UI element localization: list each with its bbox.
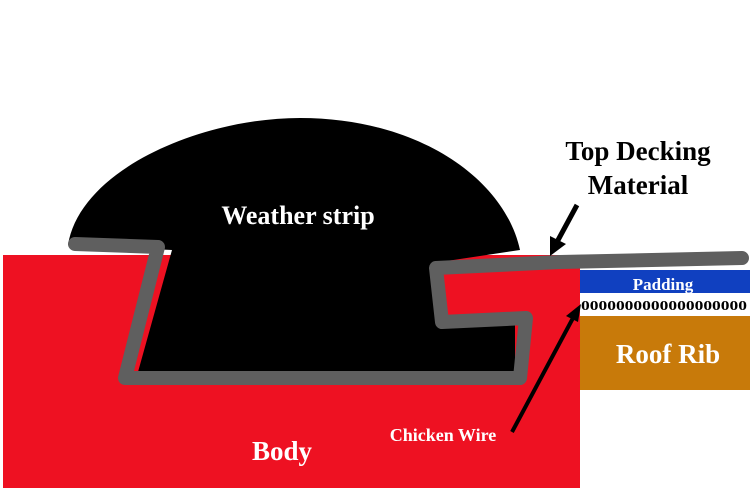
seal-band (68, 237, 749, 385)
weather-strip-shape (68, 118, 520, 372)
padding-label: Padding (633, 275, 694, 294)
roof-rib-label: Roof Rib (616, 339, 720, 369)
top-decking-arrow (550, 203, 580, 256)
chicken-wire-label: Chicken Wire (390, 425, 497, 445)
top-decking-label-line2: Material (588, 170, 689, 200)
body-label: Body (252, 436, 313, 466)
roof-rib-shape (580, 316, 750, 390)
weather-strip-label: Weather strip (221, 201, 374, 230)
top-decking-label-line1: Top Decking (565, 136, 711, 166)
padding-shape (580, 270, 750, 293)
chicken-wire-arrow (510, 304, 581, 433)
chicken-wire-pattern: 0000000000000000000 (581, 299, 747, 314)
